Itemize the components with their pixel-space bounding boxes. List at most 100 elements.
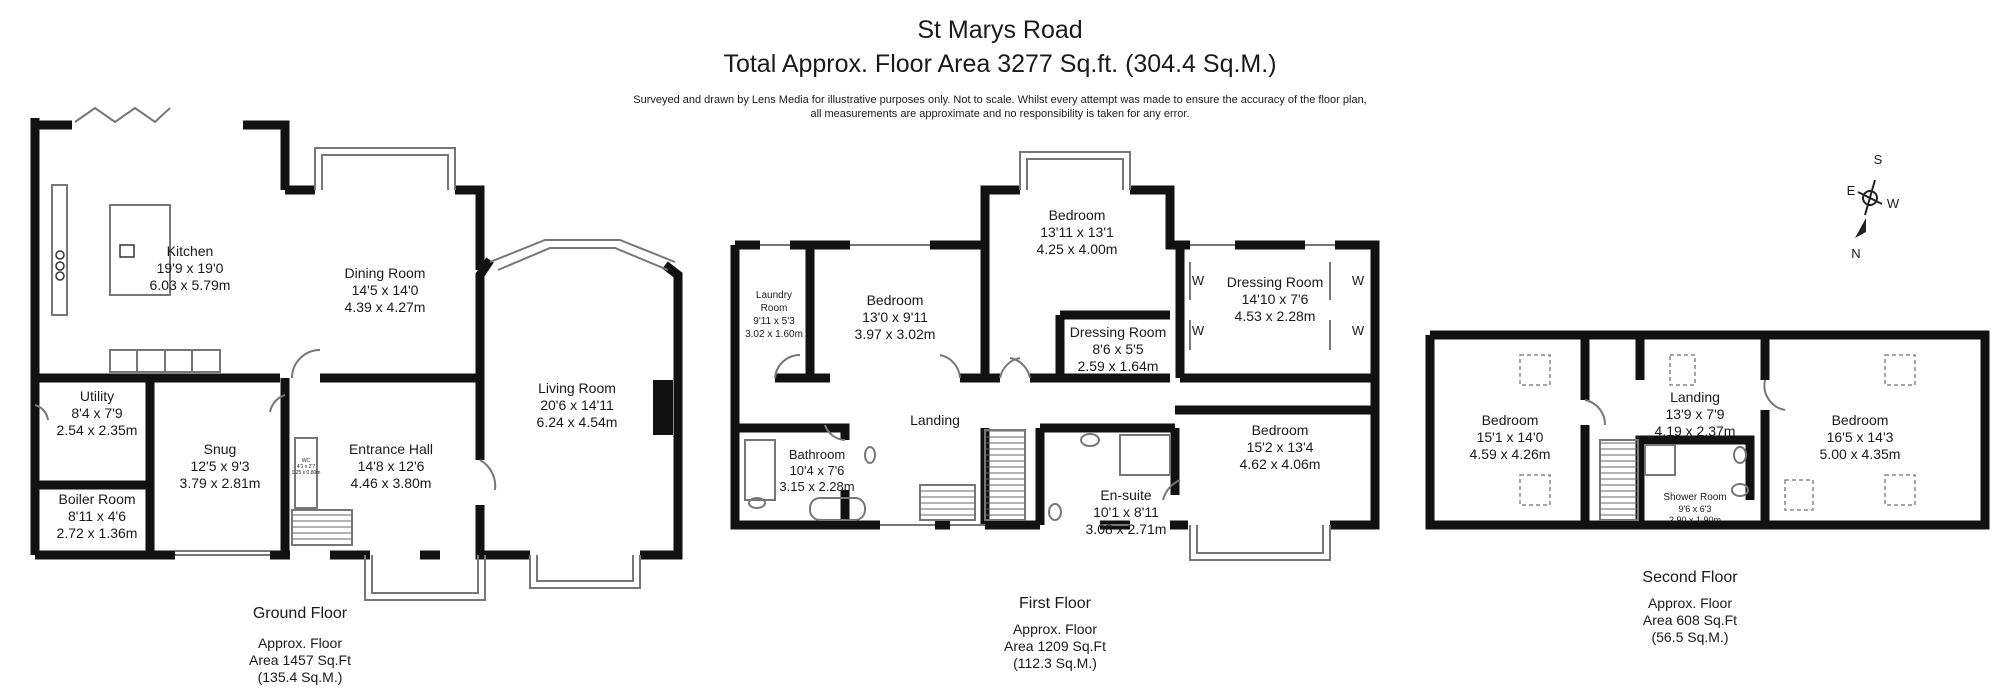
svg-text:3.97 x 3.02m: 3.97 x 3.02m [855,326,936,342]
plan-title: St Marys Road [917,16,1083,44]
svg-text:13'9 x 7'9: 13'9 x 7'9 [1665,406,1724,422]
first-floor-caption: First Floor Approx. Floor Area 1209 Sq.F… [1004,595,1106,671]
room-shower: Shower Room 9'6 x 6'3 2.90 x 1.90m [1663,492,1726,525]
svg-text:8'11 x 4'6: 8'11 x 4'6 [68,508,126,524]
svg-text:4.39 x 4.27m: 4.39 x 4.27m [345,299,426,315]
svg-text:Boiler Room: Boiler Room [58,491,135,507]
svg-text:Second Floor: Second Floor [1642,569,1738,586]
svg-text:Approx. Floor: Approx. Floor [258,635,342,651]
svg-text:19'9 x 19'0: 19'9 x 19'0 [157,260,224,276]
svg-text:W: W [1352,323,1365,338]
svg-text:E: E [1847,183,1856,198]
svg-text:Living Room: Living Room [538,380,616,396]
svg-text:(135.4 Sq.M.): (135.4 Sq.M.) [258,669,343,685]
svg-text:(56.5 Sq.M.): (56.5 Sq.M.) [1651,629,1728,645]
svg-text:15'2 x 13'4: 15'2 x 13'4 [1247,439,1314,455]
svg-text:3.15 x 2.28m: 3.15 x 2.28m [779,479,854,494]
room-bathroom: Bathroom 10'4 x 7'6 3.15 x 2.28m [779,447,854,494]
svg-text:Area 608 Sq.Ft: Area 608 Sq.Ft [1643,612,1737,628]
svg-text:6.03 x 5.79m: 6.03 x 5.79m [150,277,231,293]
ground-floor-walls [30,118,683,560]
svg-text:1.25 x 0.80m: 1.25 x 0.80m [292,470,321,476]
svg-text:13'11 x 13'1: 13'11 x 13'1 [1040,224,1114,240]
svg-text:9'11 x 5'3: 9'11 x 5'3 [753,316,795,327]
svg-text:Bedroom: Bedroom [867,292,924,308]
svg-text:4.53 x 2.28m: 4.53 x 2.28m [1235,308,1316,324]
svg-text:8'4 x 7'9: 8'4 x 7'9 [71,405,122,421]
room-utility: Utility 8'4 x 7'9 2.54 x 2.35m [57,388,138,438]
svg-text:WC: WC [302,458,311,464]
svg-text:W: W [1192,273,1205,288]
svg-text:Laundry: Laundry [756,290,792,301]
svg-text:10'4 x 7'6: 10'4 x 7'6 [790,463,845,478]
svg-text:Area 1209 Sq.Ft: Area 1209 Sq.Ft [1004,638,1106,654]
svg-text:3.02 x 1.60m: 3.02 x 1.60m [745,329,803,340]
room-bedroom-second-right: Bedroom 16'5 x 14'3 5.00 x 4.35m [1820,412,1901,462]
svg-text:Bedroom: Bedroom [1252,422,1309,438]
svg-text:First Floor: First Floor [1019,595,1092,612]
svg-text:3.79 x 2.81m: 3.79 x 2.81m [180,475,261,491]
disclaimer-line-2: all measurements are approximate and no … [810,108,1190,120]
svg-text:16'5 x 14'3: 16'5 x 14'3 [1827,429,1894,445]
svg-text:4.59 x 4.26m: 4.59 x 4.26m [1470,446,1551,462]
total-floor-area: Total Approx. Floor Area 3277 Sq.ft. (30… [723,50,1277,78]
second-floor-walls [1425,330,1990,530]
room-wc: WC 4'1 x 2'7 1.25 x 0.80m [292,458,321,476]
svg-text:Room: Room [761,303,788,314]
room-dressing-2: Dressing Room 8'6 x 5'5 2.59 x 1.64m [1070,324,1166,374]
room-landing-second: Landing 13'9 x 7'9 4.19 x 2.37m [1655,389,1736,439]
first-floor-plan: W W W W Laundry Room 9'11 x 5'3 3.02 x 1… [730,151,1380,561]
svg-text:2.59 x 1.64m: 2.59 x 1.64m [1078,358,1159,374]
ground-floor-plan: Kitchen 19'9 x 19'0 6.03 x 5.79m Dining … [30,106,683,601]
svg-text:Bedroom: Bedroom [1832,412,1889,428]
svg-text:W: W [1192,323,1205,338]
svg-text:2.72 x 1.36m: 2.72 x 1.36m [57,525,138,541]
svg-text:3.08 x 2.71m: 3.08 x 2.71m [1086,521,1167,537]
second-floor-plan: Bedroom 15'1 x 14'0 4.59 x 4.26m Landing… [1425,330,1990,530]
svg-text:4.25 x 4.00m: 4.25 x 4.00m [1037,241,1118,257]
svg-text:14'10 x 7'6: 14'10 x 7'6 [1242,291,1309,307]
room-bedroom-first-1: Bedroom 13'0 x 9'11 3.97 x 3.02m [855,292,936,342]
room-landing-first: Landing [910,412,960,428]
svg-text:4.62 x 4.06m: 4.62 x 4.06m [1240,456,1321,472]
svg-text:Dining Room: Dining Room [345,265,426,281]
svg-text:Bathroom: Bathroom [789,447,845,462]
room-bedroom-first-2: Bedroom 13'11 x 13'1 4.25 x 4.00m [1037,207,1118,257]
svg-text:Landing: Landing [1670,389,1720,405]
wardrobe-labels: W W W W [1192,273,1365,338]
svg-text:15'1 x 14'0: 15'1 x 14'0 [1477,429,1544,445]
svg-text:Shower Room: Shower Room [1663,492,1726,503]
svg-text:10'1 x 8'11: 10'1 x 8'11 [1093,504,1159,520]
svg-text:Landing: Landing [910,412,960,428]
room-boiler: Boiler Room 8'11 x 4'6 2.72 x 1.36m [57,491,138,541]
room-bedroom-second-left: Bedroom 15'1 x 14'0 4.59 x 4.26m [1470,412,1551,462]
room-dressing-1: Dressing Room 14'10 x 7'6 4.53 x 2.28m [1227,274,1323,324]
room-dining: Dining Room 14'5 x 14'0 4.39 x 4.27m [345,265,426,315]
svg-text:6.24 x 4.54m: 6.24 x 4.54m [537,414,618,430]
svg-text:Entrance Hall: Entrance Hall [349,441,433,457]
svg-text:Snug: Snug [204,441,237,457]
second-floor-caption: Second Floor Approx. Floor Area 608 Sq.F… [1642,569,1738,645]
svg-text:2.90 x 1.90m: 2.90 x 1.90m [1669,515,1721,525]
svg-text:Approx. Floor: Approx. Floor [1648,595,1732,611]
svg-text:4'1 x 2'7: 4'1 x 2'7 [297,464,316,470]
svg-text:Dressing Room: Dressing Room [1227,274,1323,290]
svg-text:W: W [1887,196,1900,211]
svg-text:Dressing Room: Dressing Room [1070,324,1166,340]
svg-text:14'8 x 12'6: 14'8 x 12'6 [358,458,425,474]
svg-text:20'6 x 14'11: 20'6 x 14'11 [540,397,614,413]
ground-floor-caption: Ground Floor Approx. Floor Area 1457 Sq.… [249,605,351,685]
disclaimer-line-1: Surveyed and drawn by Lens Media for ill… [633,94,1367,106]
svg-text:8'6 x 5'5: 8'6 x 5'5 [1092,341,1143,357]
svg-text:Bedroom: Bedroom [1482,412,1539,428]
svg-text:12'5 x 9'3: 12'5 x 9'3 [190,458,249,474]
room-kitchen: Kitchen 19'9 x 19'0 6.03 x 5.79m [150,243,231,293]
svg-text:Kitchen: Kitchen [167,243,214,259]
compass-icon: S E W N [1847,152,1900,261]
svg-text:2.54 x 2.35m: 2.54 x 2.35m [57,422,138,438]
svg-text:En-suite: En-suite [1100,487,1152,503]
svg-text:Utility: Utility [80,388,114,404]
svg-text:S: S [1874,152,1883,167]
svg-text:5.00 x 4.35m: 5.00 x 4.35m [1820,446,1901,462]
